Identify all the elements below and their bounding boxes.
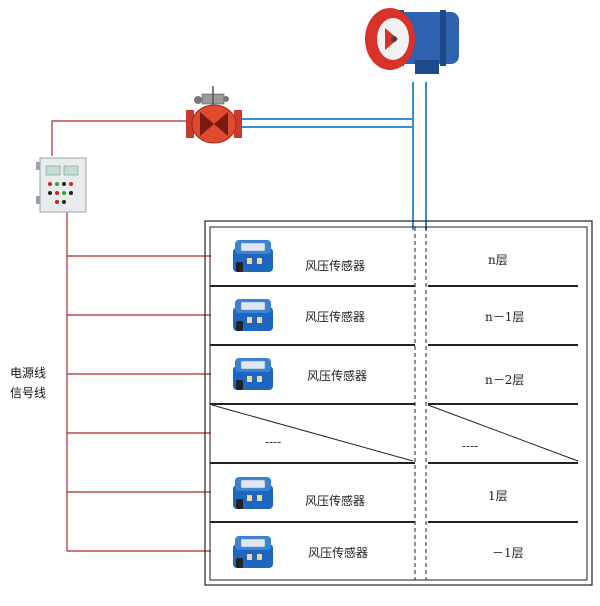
- sensor-label: 风压传感器: [305, 258, 365, 273]
- pressure-sensor-icon: [232, 357, 274, 391]
- sensor-row-1: 风压传感器 n层: [232, 239, 508, 273]
- air-duct: [238, 82, 427, 230]
- floor-label: －1层: [492, 546, 524, 560]
- axial-fan-icon: [365, 8, 459, 74]
- gap-dash-right: ----: [462, 439, 478, 453]
- sensor-row-3: 风压传感器 n－2层: [232, 357, 524, 391]
- legend-signal-line: 信号线: [10, 386, 46, 400]
- gap-row: ---- ----: [265, 435, 478, 453]
- legend-power-line: 电源线: [10, 366, 46, 380]
- power-line: [51, 120, 192, 156]
- floor-label: n－1层: [485, 310, 524, 324]
- sensor-row-4: 风压传感器 1层: [232, 476, 508, 510]
- pressure-sensor-icon: [232, 535, 274, 569]
- floor-label: n－2层: [485, 373, 524, 387]
- damper-valve-icon: [186, 86, 242, 144]
- pressure-sensor-icon: [232, 239, 274, 273]
- sensor-row-5: 风压传感器 －1层: [232, 535, 524, 569]
- pressure-sensor-icon: [232, 298, 274, 332]
- pressure-sensor-icon: [232, 476, 274, 510]
- sensor-label: 风压传感器: [307, 368, 367, 383]
- floor-dividers: [210, 285, 578, 523]
- control-box-icon: [36, 157, 87, 213]
- sensor-label: 风压传感器: [305, 309, 365, 324]
- floor-label: n层: [488, 253, 508, 267]
- floor-label: 1层: [488, 489, 508, 503]
- sensor-row-2: 风压传感器 n－1层: [232, 298, 524, 332]
- sensor-label: 风压传感器: [308, 545, 368, 560]
- sensor-label: 风压传感器: [305, 493, 365, 508]
- signal-lines: [66, 212, 211, 552]
- gap-dash-left: ----: [265, 435, 281, 449]
- duct-shaft: [414, 227, 427, 580]
- gap-diagonals: [211, 404, 579, 462]
